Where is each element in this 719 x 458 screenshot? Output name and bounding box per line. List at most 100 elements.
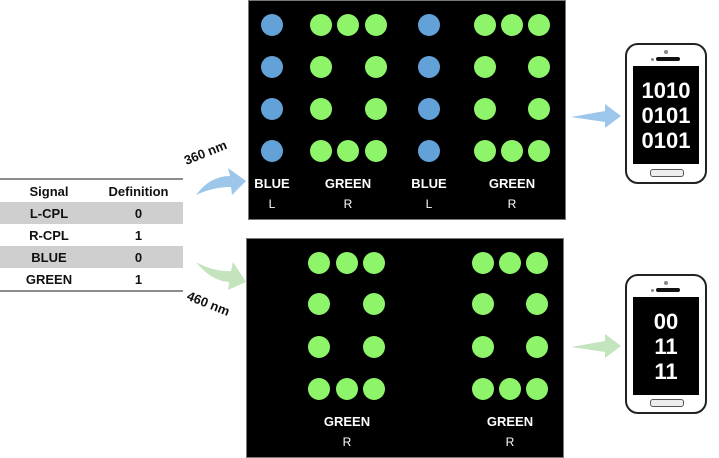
vis-460-arrow	[196, 262, 246, 290]
green-emission-dot	[308, 336, 330, 358]
green-emission-dot	[474, 56, 496, 78]
signal-cell: R-CPL	[29, 227, 69, 243]
group-polarization-label: R	[507, 197, 517, 211]
green-emission-dot	[528, 140, 550, 162]
green-emission-dot	[472, 378, 494, 400]
binary-line: 0101	[641, 102, 691, 128]
table-header: Signal Definition	[0, 180, 183, 202]
table-row: GREEN 1	[0, 268, 183, 290]
home-button-icon	[650, 399, 684, 407]
group-polarization-label: R	[505, 435, 515, 449]
binary-line: 11	[654, 358, 678, 384]
group-polarization-label: R	[342, 435, 352, 449]
green-emission-dot	[310, 98, 332, 120]
green-emission-dot	[363, 336, 385, 358]
green-emission-dot	[499, 252, 521, 274]
green-emission-dot	[310, 14, 332, 36]
green-emission-dot	[474, 140, 496, 162]
green-emission-dot	[363, 378, 385, 400]
table-row: L-CPL 0	[0, 202, 183, 224]
definition-cell: 0	[134, 205, 143, 221]
binary-line: 0101	[641, 127, 691, 153]
green-emission-dot	[526, 293, 548, 315]
phone-screen: 1010 0101 0101	[633, 66, 699, 164]
sensor-icon	[651, 289, 654, 292]
green-emission-dot	[365, 98, 387, 120]
signal-cell: L-CPL	[29, 205, 69, 221]
green-emission-dot	[365, 14, 387, 36]
green-emission-dot	[363, 252, 385, 274]
definition-cell: 1	[134, 227, 143, 243]
green-emission-dot	[365, 140, 387, 162]
binary-line: 1010	[641, 77, 691, 103]
sensor-icon	[651, 58, 654, 61]
green-emission-dot	[474, 98, 496, 120]
blue-emission-dot	[261, 14, 283, 36]
green-emission-dot	[308, 293, 330, 315]
camera-icon	[664, 50, 668, 54]
group-polarization-label: L	[425, 197, 433, 211]
group-color-label: BLUE	[411, 176, 447, 191]
group-color-label: GREEN	[324, 176, 372, 191]
green-emission-dot	[472, 293, 494, 315]
blue-emission-dot	[261, 56, 283, 78]
blue-emission-dot	[261, 98, 283, 120]
green-emission-dot	[526, 336, 548, 358]
home-button-icon	[650, 169, 684, 177]
green-emission-dot	[336, 378, 358, 400]
green-emission-dot	[501, 14, 523, 36]
table-row: BLUE 0	[0, 246, 183, 268]
table-row: R-CPL 1	[0, 224, 183, 246]
green-emission-dot	[365, 56, 387, 78]
speaker-icon	[656, 288, 680, 292]
speaker-icon	[656, 57, 680, 61]
definition-cell: 1	[134, 271, 143, 287]
uv-360-arrow	[196, 168, 246, 195]
blue-emission-dot	[261, 140, 283, 162]
signal-cell: GREEN	[25, 271, 73, 287]
green-emission-dot	[337, 14, 359, 36]
green-emission-dot	[528, 98, 550, 120]
blue-emission-dot	[418, 98, 440, 120]
green-emission-dot	[472, 252, 494, 274]
header-signal: Signal	[29, 183, 69, 199]
wavelength-460-label: 460 nm	[184, 288, 232, 319]
group-color-label: BLUE	[254, 176, 290, 191]
green-emission-dot	[472, 336, 494, 358]
green-emission-dot	[310, 140, 332, 162]
readout-arrow-bottom	[571, 334, 621, 358]
binary-line: 00	[653, 308, 679, 334]
group-color-label: GREEN	[488, 176, 536, 191]
phone-bottom: 00 11 11	[625, 274, 707, 414]
readout-arrow-top	[571, 104, 621, 128]
green-emission-dot	[336, 252, 358, 274]
header-definition: Definition	[108, 183, 169, 199]
binary-line: 11	[654, 333, 678, 359]
wavelength-360-label: 360 nm	[181, 137, 229, 168]
green-emission-dot	[526, 378, 548, 400]
green-emission-dot	[308, 252, 330, 274]
camera-icon	[664, 281, 668, 285]
panel-460nm: GREEN R GREEN R	[246, 238, 564, 458]
green-emission-dot	[474, 14, 496, 36]
blue-emission-dot	[418, 140, 440, 162]
green-emission-dot	[501, 140, 523, 162]
green-emission-dot	[363, 293, 385, 315]
blue-emission-dot	[418, 56, 440, 78]
green-emission-dot	[499, 378, 521, 400]
definition-cell: 0	[134, 249, 143, 265]
green-emission-dot	[526, 252, 548, 274]
phone-screen: 00 11 11	[633, 297, 699, 395]
green-emission-dot	[308, 378, 330, 400]
signal-cell: BLUE	[31, 249, 67, 265]
green-emission-dot	[337, 140, 359, 162]
phone-top: 1010 0101 0101	[625, 43, 707, 184]
group-polarization-label: R	[343, 197, 353, 211]
group-color-label: GREEN	[323, 414, 371, 429]
green-emission-dot	[310, 56, 332, 78]
blue-emission-dot	[418, 14, 440, 36]
green-emission-dot	[528, 56, 550, 78]
signal-definition-table: Signal Definition L-CPL 0 R-CPL 1 BLUE 0…	[0, 178, 183, 292]
group-color-label: GREEN	[486, 414, 534, 429]
